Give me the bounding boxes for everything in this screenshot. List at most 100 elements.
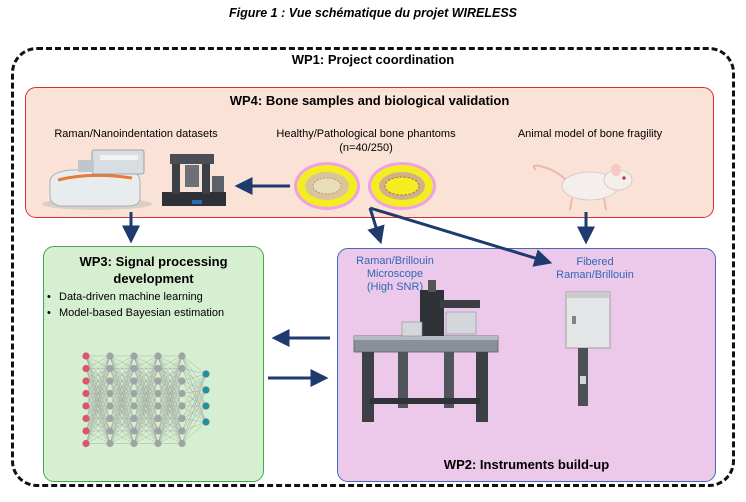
microscope-table-icon	[353, 280, 499, 422]
nn-edge	[157, 380, 183, 444]
neural-network-icon	[82, 352, 210, 448]
nn-node	[178, 352, 186, 360]
nn-node	[154, 377, 162, 385]
nn-edge	[85, 380, 111, 444]
fibered-label-line1: Fibered	[576, 256, 614, 268]
nn-node	[202, 386, 210, 394]
nn-edge	[109, 405, 135, 444]
animal-label: Animal model of bone fragility	[517, 128, 663, 140]
nn-node	[130, 377, 138, 385]
nn-edge	[85, 355, 111, 419]
nn-edge	[133, 355, 159, 419]
nn-node	[178, 389, 186, 398]
wp1-title: WP1: Project coordination	[291, 52, 455, 67]
nn-node	[178, 414, 186, 423]
nn-edge	[85, 355, 111, 432]
nn-edge	[109, 355, 135, 432]
nn-edge	[157, 368, 183, 444]
fibered-label: Fibered Raman/Brillouin	[535, 256, 655, 282]
nn-edge	[157, 355, 183, 369]
nn-edge	[181, 405, 207, 423]
nn-edge	[181, 368, 207, 407]
nn-edge	[181, 389, 207, 419]
nn-node	[130, 427, 138, 435]
nn-node	[106, 414, 114, 423]
phantoms-count: (n=40/250)	[339, 142, 393, 154]
nn-edge	[109, 355, 135, 407]
nn-edge	[109, 380, 135, 444]
nn-edge	[181, 355, 207, 391]
microscope-label: Raman/Brillouin Microscope (High SNR)	[340, 255, 450, 294]
nn-edge	[181, 355, 207, 407]
nn-edge	[133, 393, 159, 444]
fibered-probe-icon	[565, 291, 611, 406]
wp4-title: WP4: Bone samples and biological validat…	[229, 93, 510, 108]
nn-edge	[157, 355, 183, 444]
nn-node	[154, 414, 162, 423]
nn-node	[154, 364, 162, 373]
healthy-bone-phantom-icon	[294, 162, 360, 210]
nn-node	[82, 402, 90, 410]
nn-edge	[157, 355, 183, 407]
nn-node	[178, 377, 186, 385]
nn-node	[82, 439, 90, 448]
nn-edge	[181, 355, 207, 375]
nn-node	[82, 377, 90, 385]
nn-edge	[85, 355, 111, 394]
wp3-box	[43, 246, 264, 482]
nn-node	[178, 402, 186, 410]
nn-edge	[181, 380, 207, 407]
nn-edge	[109, 355, 135, 444]
nn-edge	[85, 368, 111, 444]
nn-edge	[133, 380, 159, 444]
nn-edge	[133, 368, 159, 444]
nn-edge	[85, 405, 111, 444]
nn-edge	[181, 373, 207, 407]
nn-edge	[157, 355, 183, 419]
nn-edge	[181, 373, 207, 419]
bullet-machine-learning: Data-driven machine learning	[47, 289, 224, 305]
nn-edge	[109, 430, 135, 444]
nn-edge	[157, 355, 183, 382]
wp3-title-line2: development	[113, 271, 194, 286]
nn-edge	[109, 393, 135, 444]
nn-edge	[181, 355, 207, 423]
nn-edge	[157, 355, 183, 432]
nn-edge	[181, 405, 207, 444]
nn-edge	[181, 389, 207, 407]
nn-edge	[181, 373, 207, 432]
nn-edge	[133, 355, 159, 407]
nn-edge	[181, 389, 207, 394]
nn-node	[202, 418, 210, 426]
nn-node	[106, 389, 114, 398]
wp2-title: WP2: Instruments build-up	[443, 457, 610, 472]
nn-edge	[181, 418, 207, 423]
nn-edge	[181, 421, 207, 432]
nn-edge	[133, 430, 159, 444]
nn-node	[106, 427, 114, 435]
nn-edge	[133, 355, 159, 382]
nn-node	[202, 370, 210, 378]
nn-edge	[181, 373, 207, 394]
nn-edge	[181, 393, 207, 407]
nn-edge	[157, 355, 183, 394]
phantoms-label: Healthy/Pathological bone phantoms	[276, 128, 456, 140]
nn-node	[106, 377, 114, 385]
nn-node	[154, 352, 162, 360]
nn-edge	[85, 355, 111, 369]
nn-edge	[157, 418, 183, 444]
wp3-title-line1: WP3: Signal processing	[79, 254, 228, 269]
nn-edge	[109, 418, 135, 444]
nn-edge	[85, 355, 111, 444]
nn-edge	[181, 405, 207, 419]
nn-node	[82, 427, 90, 435]
arrow-phantoms-to-microscope	[367, 207, 385, 245]
nn-edge	[181, 368, 207, 375]
arrow-phantoms-to-fibered	[369, 206, 553, 267]
nn-node	[130, 414, 138, 423]
nn-node	[178, 427, 186, 435]
bullet-bayesian-estimation: Model-based Bayesian estimation	[47, 305, 224, 321]
nn-edge	[181, 380, 207, 423]
datasets-label: Raman/Nanoindentation datasets	[54, 128, 218, 140]
